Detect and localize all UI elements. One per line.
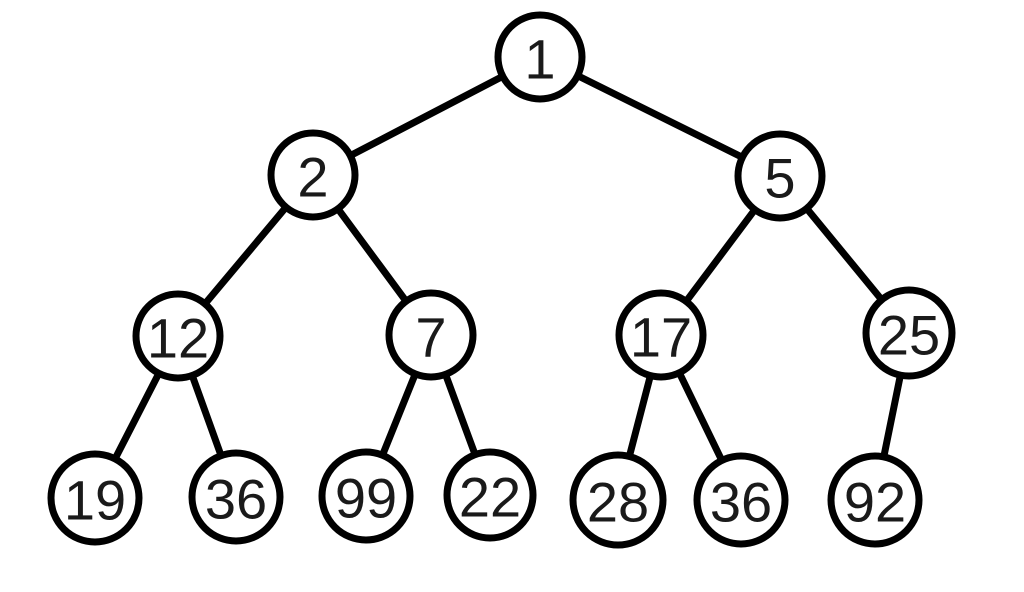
node-circle [827,452,923,548]
node-label: 7 [415,306,446,369]
tree-node-n36b: 36 [693,452,789,548]
node-circle [188,449,284,545]
node-circle [318,448,414,544]
tree-node-n12: 12 [132,290,224,382]
tree-node-n19: 19 [47,450,143,546]
node-circle [734,130,826,222]
node-circle [443,448,537,542]
node-circle [693,452,789,548]
node-label: 28 [587,471,649,534]
tree-node-root: 1 [494,11,586,103]
node-circle [569,451,667,549]
tree-node-n5: 5 [734,130,826,222]
node-circle [615,289,707,381]
node-label: 5 [764,147,795,210]
tree-node-n99: 99 [318,448,414,544]
node-label: 36 [205,468,267,531]
node-circle [494,11,586,103]
node-label: 36 [710,471,772,534]
node-circle [267,129,359,221]
node-label: 19 [64,469,126,532]
tree-node-n22: 22 [443,448,537,542]
node-label: 22 [459,466,521,529]
tree-node-n17: 17 [615,289,707,381]
tree-node-n92: 92 [827,452,923,548]
node-circle [862,286,956,380]
tree-node-n7: 7 [385,289,477,381]
node-label: 12 [147,307,209,370]
node-label: 1 [524,28,555,91]
node-circle [132,290,224,382]
tree-node-n28: 28 [569,451,667,549]
node-label: 25 [878,304,940,367]
tree-node-n36a: 36 [188,449,284,545]
node-label: 17 [630,306,692,369]
node-label: 92 [844,471,906,534]
node-circle [385,289,477,381]
node-label: 2 [297,146,328,209]
tree-node-n2: 2 [267,129,359,221]
node-circle [47,450,143,546]
tree-node-n25: 25 [862,286,956,380]
node-label: 99 [335,467,397,530]
